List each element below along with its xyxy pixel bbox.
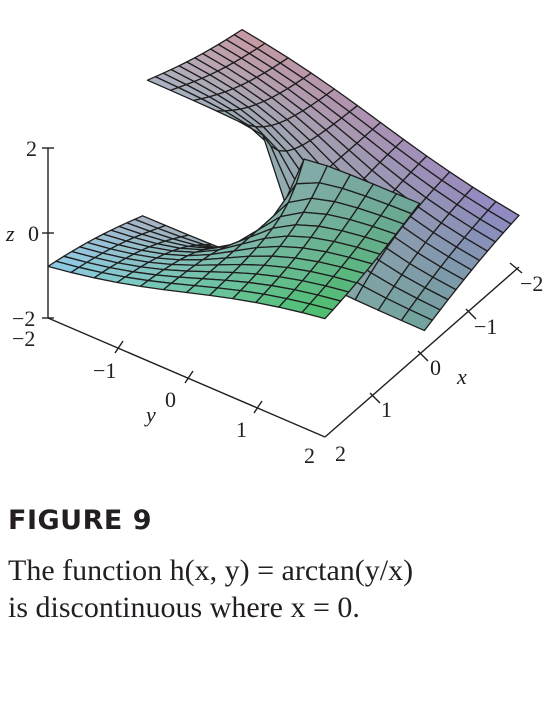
surface-patch bbox=[400, 308, 433, 332]
caption-line-2: is discontinuous where x = 0. bbox=[8, 591, 360, 624]
x-tick-0 bbox=[417, 350, 429, 362]
x-tick-1 bbox=[369, 392, 381, 404]
y-axis-line bbox=[47, 317, 326, 438]
y-tick-neg1 bbox=[114, 340, 124, 354]
y-tick-label-1: 1 bbox=[236, 417, 247, 442]
z-tick-label-neg2: −2 bbox=[12, 306, 35, 331]
x-tick-neg1 bbox=[465, 308, 477, 320]
surface-mesh bbox=[47, 28, 520, 332]
figure-caption: The function h(x, y) = arctan(y/x) is di… bbox=[8, 552, 548, 626]
y-axis-label: y bbox=[144, 402, 156, 427]
y-tick-label-neg1: −1 bbox=[93, 358, 116, 383]
x-tick-label-2: 2 bbox=[335, 441, 346, 466]
x-tick-neg2 bbox=[509, 262, 523, 274]
y-tick-label-neg2: −2 bbox=[12, 326, 35, 351]
x-tick-label-0: 0 bbox=[430, 355, 441, 380]
y-tick-0 bbox=[184, 370, 194, 384]
surface-patch bbox=[301, 303, 334, 320]
x-axis-label: x bbox=[456, 364, 467, 389]
z-tick-label-0: 0 bbox=[28, 221, 39, 246]
z-axis-label: z bbox=[5, 221, 15, 246]
x-axis-line bbox=[324, 266, 520, 438]
y-tick-label-2: 2 bbox=[304, 443, 315, 468]
figure-label: FIGURE 9 bbox=[8, 505, 152, 536]
x-tick-label-neg2: −2 bbox=[520, 271, 543, 296]
caption-line-1: The function h(x, y) = arctan(y/x) bbox=[8, 554, 414, 587]
y-tick-1 bbox=[253, 400, 263, 414]
x-tick-label-neg1: −1 bbox=[474, 314, 497, 339]
surface-plot: 2 0 −2 z −2 −1 0 1 2 y 2 1 0 −1 −2 x bbox=[5, 28, 543, 468]
y-tick-label-0: 0 bbox=[165, 387, 176, 412]
z-tick-label-2: 2 bbox=[26, 136, 37, 161]
x-tick-label-1: 1 bbox=[381, 397, 392, 422]
plot-axes: 2 0 −2 z −2 −1 0 1 2 y 2 1 0 −1 −2 x bbox=[5, 136, 543, 468]
